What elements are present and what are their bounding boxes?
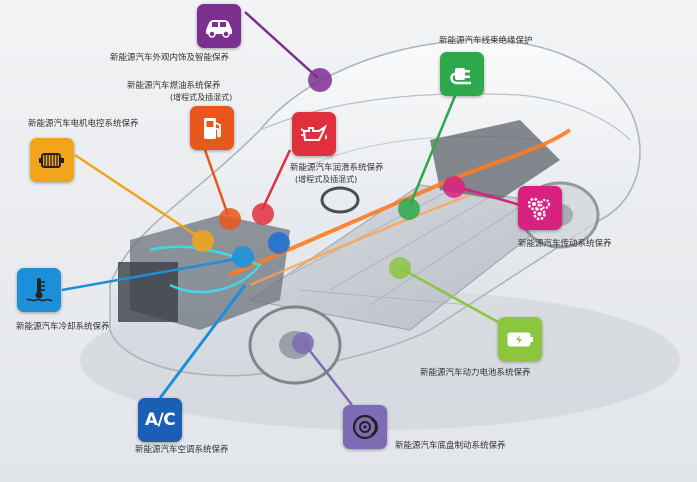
fuel-sub-label: (增程式及插混式) [170,93,233,102]
coolant-thermometer-icon [26,278,53,302]
oil-can-icon [300,124,328,141]
car-roof-line [259,93,631,141]
motor-icon [39,153,64,168]
exterior-label: 新能源汽车外观内饰及智能保养 [110,53,230,63]
line-ac [158,284,247,399]
line-motor [74,153,201,240]
car-icon [206,20,232,38]
line-lubrication [260,149,292,211]
line-exterior [244,11,319,79]
wiring-label: 新能源汽车线束绝缘保护 [439,36,533,46]
dot-lubrication [252,203,274,225]
dot-brake [292,332,314,354]
brake-label: 新能源汽车底盘制动系统保养 [395,441,506,451]
line-fuel [203,149,230,216]
coolant-line [149,245,263,294]
ac-badge[interactable]: A/C [138,398,182,442]
dot-cooling-2 [268,232,290,254]
high-voltage-cable [229,128,572,277]
brake-badge[interactable] [343,405,387,449]
dot-exterior [308,68,332,92]
transmission-badge[interactable] [518,186,562,230]
battery-icon [507,332,533,347]
steering-wheel [320,186,360,214]
dot-wiring [398,198,420,220]
line-brake [302,341,353,406]
wiring-badge[interactable] [440,52,484,96]
line-transmission [454,184,521,207]
transmission-label: 新能源汽车传动系统保养 [518,239,612,249]
dot-cooling [232,246,254,268]
high-voltage-cable-2 [249,193,471,287]
ac-label: 新能源汽车空调系统保养 [135,445,229,455]
fuel-label: 新能源汽车燃油系统保养 [127,81,221,91]
battery-grid [289,189,531,306]
ac-text-icon: A/C [144,410,176,430]
fuel-pump-icon [204,118,221,139]
dot-motor [192,230,214,252]
battery-label: 新能源汽车动力电池系统保养 [420,368,531,378]
battery-badge[interactable] [498,317,542,361]
brake-disc-icon [352,414,378,440]
line-wiring [408,95,457,206]
dot-battery [389,257,411,279]
lubrication-badge[interactable] [292,112,336,156]
cooling-badge[interactable] [17,268,61,312]
line-battery [399,266,499,324]
line-cooling [61,256,243,292]
cooling-label: 新能源汽车冷却系统保养 [16,322,110,332]
motor-label: 新能源汽车电机电控系统保养 [28,119,139,129]
lubrication-label: 新能源汽车润滑系统保养 [290,163,384,173]
lubrication-sub-label: (增程式及插混式) [295,175,358,184]
exterior-badge[interactable] [197,4,241,48]
gears-icon [527,197,551,221]
dot-fuel [219,208,241,230]
motor-badge[interactable] [30,138,74,182]
dot-transmission [443,176,465,198]
fuel-badge[interactable] [190,106,234,150]
plug-icon [450,68,471,85]
